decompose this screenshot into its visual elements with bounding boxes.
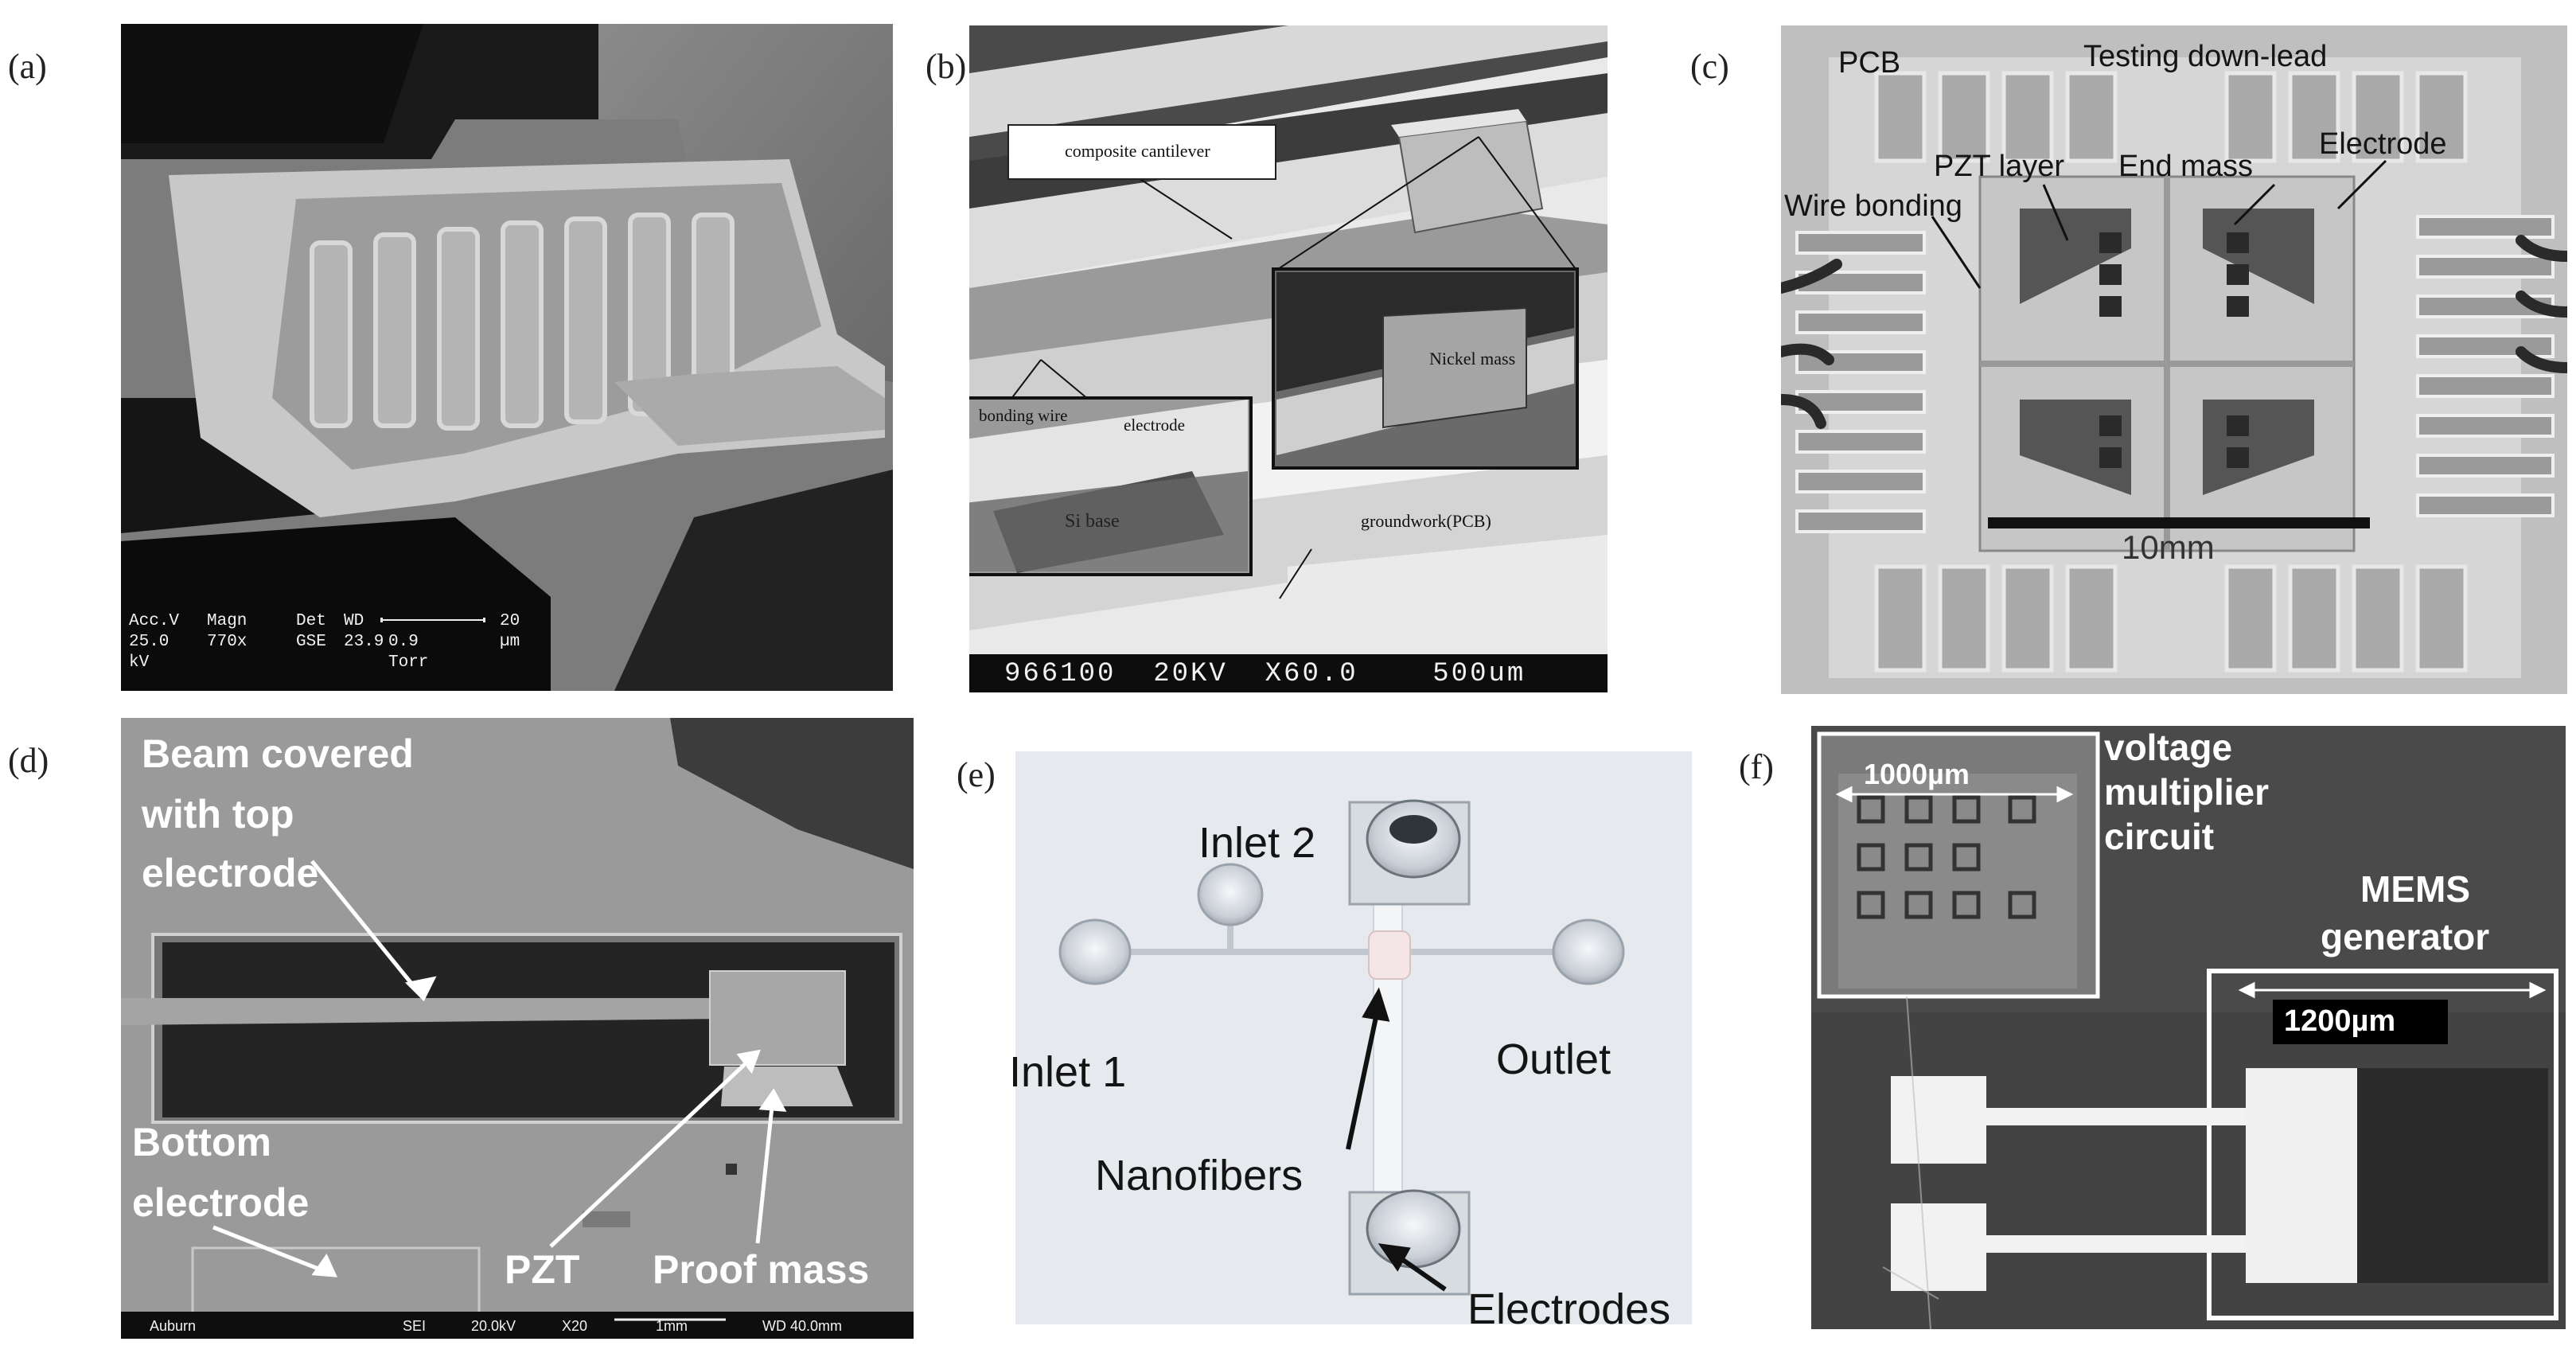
line-bonding-callout-right [1040, 359, 1089, 400]
info-sei: SEI [403, 1318, 427, 1334]
panel-e-photo: Inlet 2 Inlet 1 Outlet Nanofibers Electr… [1000, 735, 1725, 1336]
scale-label-a: 20 µm [500, 612, 520, 651]
label-composite-cantilever-box [1007, 124, 1276, 180]
line-groundwork-pointer [1279, 548, 1312, 599]
inset-mems-generator [2207, 969, 2558, 1320]
panel-letter-e: (e) [957, 755, 996, 794]
panel-d-info-bar: Auburn SEI 20.0kV X20 1mm WD 40.0mm [121, 1315, 914, 1339]
label-1000um: 1000µm [1864, 758, 1970, 790]
info-wd-value: 23.9 [344, 633, 384, 651]
scale-bar-a [380, 618, 485, 622]
line-composite-pointer [1136, 176, 1233, 240]
panel-d-sem-image: Beam covered with top electrode Bottom e… [121, 718, 914, 1339]
info-det-label: Det [296, 612, 326, 630]
info-wd-label: WD [344, 612, 364, 630]
label-pzt-layer: PZT layer [1934, 150, 2065, 183]
label-10mm: 10mm [2122, 528, 2215, 566]
label-outlet: Outlet [1496, 1035, 1611, 1083]
panel-e-device-photo [1000, 735, 1725, 1336]
label-inlet-1: Inlet 1 [1009, 1048, 1127, 1096]
scale-bar-c [1988, 517, 2370, 528]
panel-letter-b: (b) [926, 47, 967, 86]
line-nickel-callout-left [1272, 136, 1479, 273]
label-electrode-d-bottom: electrode [132, 1180, 310, 1225]
line-nickel-callout-right [1478, 136, 1576, 270]
label-inlet-2: Inlet 2 [1198, 819, 1316, 867]
label-wire-bonding: Wire bonding [1784, 189, 1962, 223]
panel-b-sem-image: composite cantilever Nickel mass bonding… [969, 25, 1608, 692]
info-torr: 0.9 Torr [388, 633, 429, 672]
label-electrodes: Electrodes [1467, 1285, 1671, 1333]
panel-a-sem-image: Acc.V 25.0 kV Magn 770x Det GSE WD 23.9 … [121, 24, 893, 691]
panel-letter-d: (d) [8, 741, 49, 780]
info-auburn: Auburn [150, 1318, 197, 1334]
info-kv: 20.0kV [471, 1318, 516, 1334]
label-groundwork: groundwork(PCB) [1361, 511, 1491, 531]
info-magn: Magn 770x [207, 611, 247, 653]
label-electrode-b: electrode [1124, 415, 1185, 435]
label-1200um: 1200µm [2284, 1004, 2396, 1038]
info-wd: WD 23.9 [344, 611, 384, 653]
label-multiplier: multiplier [2104, 771, 2270, 813]
label-voltage: voltage [2104, 727, 2233, 768]
panel-c-device-photo [1781, 25, 2567, 694]
panel-d-micrograph [121, 718, 914, 1339]
label-end-mass: End mass [2118, 150, 2253, 183]
label-proof-mass: Proof mass [653, 1247, 870, 1292]
panel-f-photo: 1000µm voltage multiplier circuit MEMS g… [1811, 726, 2566, 1329]
info-accv-value: 25.0 kV [129, 633, 170, 672]
label-generator: generator [2321, 916, 2490, 957]
info-det-value: GSE [296, 633, 326, 651]
line-bonding-callout-left [1010, 359, 1042, 400]
label-composite-cantilever: composite cantilever [1065, 141, 1210, 161]
info-det: Det GSE [296, 611, 326, 653]
info-magn-value: 770x [207, 633, 247, 651]
label-electrode-c: Electrode [2319, 127, 2447, 161]
label-bonding-wire: bonding wire [979, 406, 1068, 425]
label-pcb: PCB [1838, 46, 1901, 80]
label-testing-down-lead: Testing down-lead [2083, 40, 2328, 73]
label-circuit: circuit [2104, 816, 2215, 857]
label-pzt-d: PZT [505, 1247, 580, 1292]
info-wd-d: WD 40.0mm [762, 1318, 843, 1334]
panel-letter-c: (c) [1690, 47, 1729, 86]
label-with-top: with top [142, 792, 294, 836]
panel-b-info-bar: 966100 20KV X60.0 500um [1004, 659, 1526, 689]
info-accv: Acc.V 25.0 kV [129, 611, 179, 673]
label-beam-covered: Beam covered [142, 731, 414, 776]
label-nanofibers: Nanofibers [1095, 1152, 1304, 1199]
info-scale-d: 1mm [656, 1318, 688, 1334]
info-magn-label: Magn [207, 612, 247, 630]
label-bottom: Bottom [132, 1120, 271, 1164]
panel-letter-a: (a) [8, 47, 47, 86]
panel-c-photo: PCB Testing down-lead PZT layer End mass… [1781, 25, 2567, 694]
panel-letter-f: (f) [1739, 747, 1774, 786]
info-mag: X20 [562, 1318, 588, 1334]
label-mems: MEMS [2360, 868, 2470, 910]
label-nickel-mass: Nickel mass [1429, 349, 1516, 369]
panel-f-device-photo [1811, 726, 2566, 1329]
info-accv-label: Acc.V [129, 612, 180, 630]
label-si-base: Si base [1065, 511, 1120, 532]
label-electrode-d-top: electrode [142, 851, 319, 895]
panel-a-micrograph [121, 24, 893, 691]
